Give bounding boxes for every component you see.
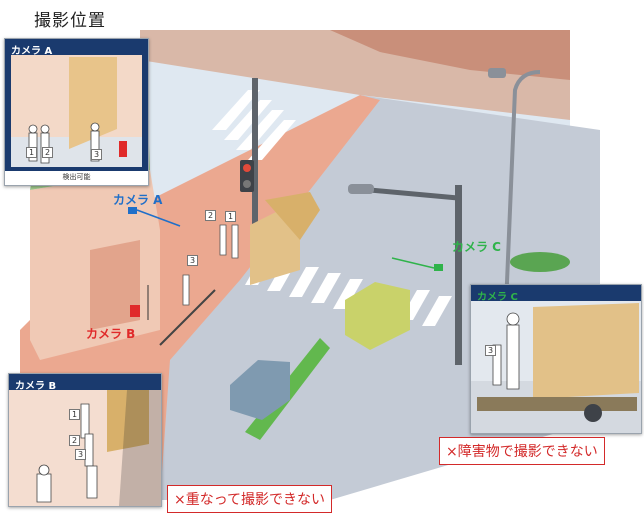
camera-c-device (434, 264, 443, 271)
green-car (345, 282, 410, 350)
camera-b-panel-title: カメラ B (15, 381, 57, 392)
panel-a-person-number: 3 (91, 149, 102, 160)
camera-a-device (128, 207, 137, 214)
panel-b-person-number: 1 (69, 409, 80, 420)
camera-b-label: カメラ B (86, 327, 136, 341)
camera-a-sightline (136, 209, 181, 227)
camera-a-view-image (5, 39, 148, 171)
camera-a-label: カメラ A (113, 193, 163, 207)
camera-c-arm (369, 187, 459, 201)
street-lamp-head (488, 68, 506, 78)
panel-b-person-number: 2 (69, 435, 80, 446)
traffic-signal-pole (252, 78, 258, 238)
blue-car (230, 360, 290, 420)
camera-b-view-image (9, 374, 161, 506)
camera-a-view-panel: カメラ A 1 2 3 検出可能 (4, 38, 149, 186)
far-building (330, 30, 570, 80)
camera-b-device (130, 305, 140, 317)
scene-person-number: 1 (225, 211, 236, 222)
camera-c-panel-title: カメラ C (477, 292, 518, 303)
truck-cab (265, 192, 320, 240)
camera-c-view-panel: カメラ C 3 (470, 284, 642, 434)
scene-pedestrians (182, 224, 239, 306)
camera-c-sightline (391, 257, 435, 269)
overlap-note: ×重なって撮影できない (167, 485, 333, 513)
panel-a-person-number: 2 (42, 147, 53, 158)
camera-a-panel-title: カメラ A (11, 46, 53, 57)
camera-c-view-image (471, 285, 641, 433)
sidewalk-fence (159, 289, 216, 346)
panel-b-person-number: 3 (75, 449, 86, 460)
page-title: 撮影位置 (34, 11, 106, 31)
camera-c-pole (455, 185, 462, 365)
building-doorway (90, 240, 140, 330)
obstacle-note: ×障害物で撮影できない (439, 437, 605, 465)
camera-a-caption: 検出可能 (62, 173, 91, 181)
camera-c-label: カメラ C (452, 240, 501, 254)
panel-c-person-number: 3 (485, 345, 496, 356)
scene-person-number: 3 (187, 255, 198, 266)
planter (510, 252, 570, 272)
panel-a-person-number: 1 (26, 147, 37, 158)
camera-b-view-panel: カメラ B 1 2 3 (8, 373, 162, 507)
scene-person-number: 2 (205, 210, 216, 221)
top-crosswalk (212, 90, 296, 160)
street-lamp-pole (500, 70, 541, 332)
